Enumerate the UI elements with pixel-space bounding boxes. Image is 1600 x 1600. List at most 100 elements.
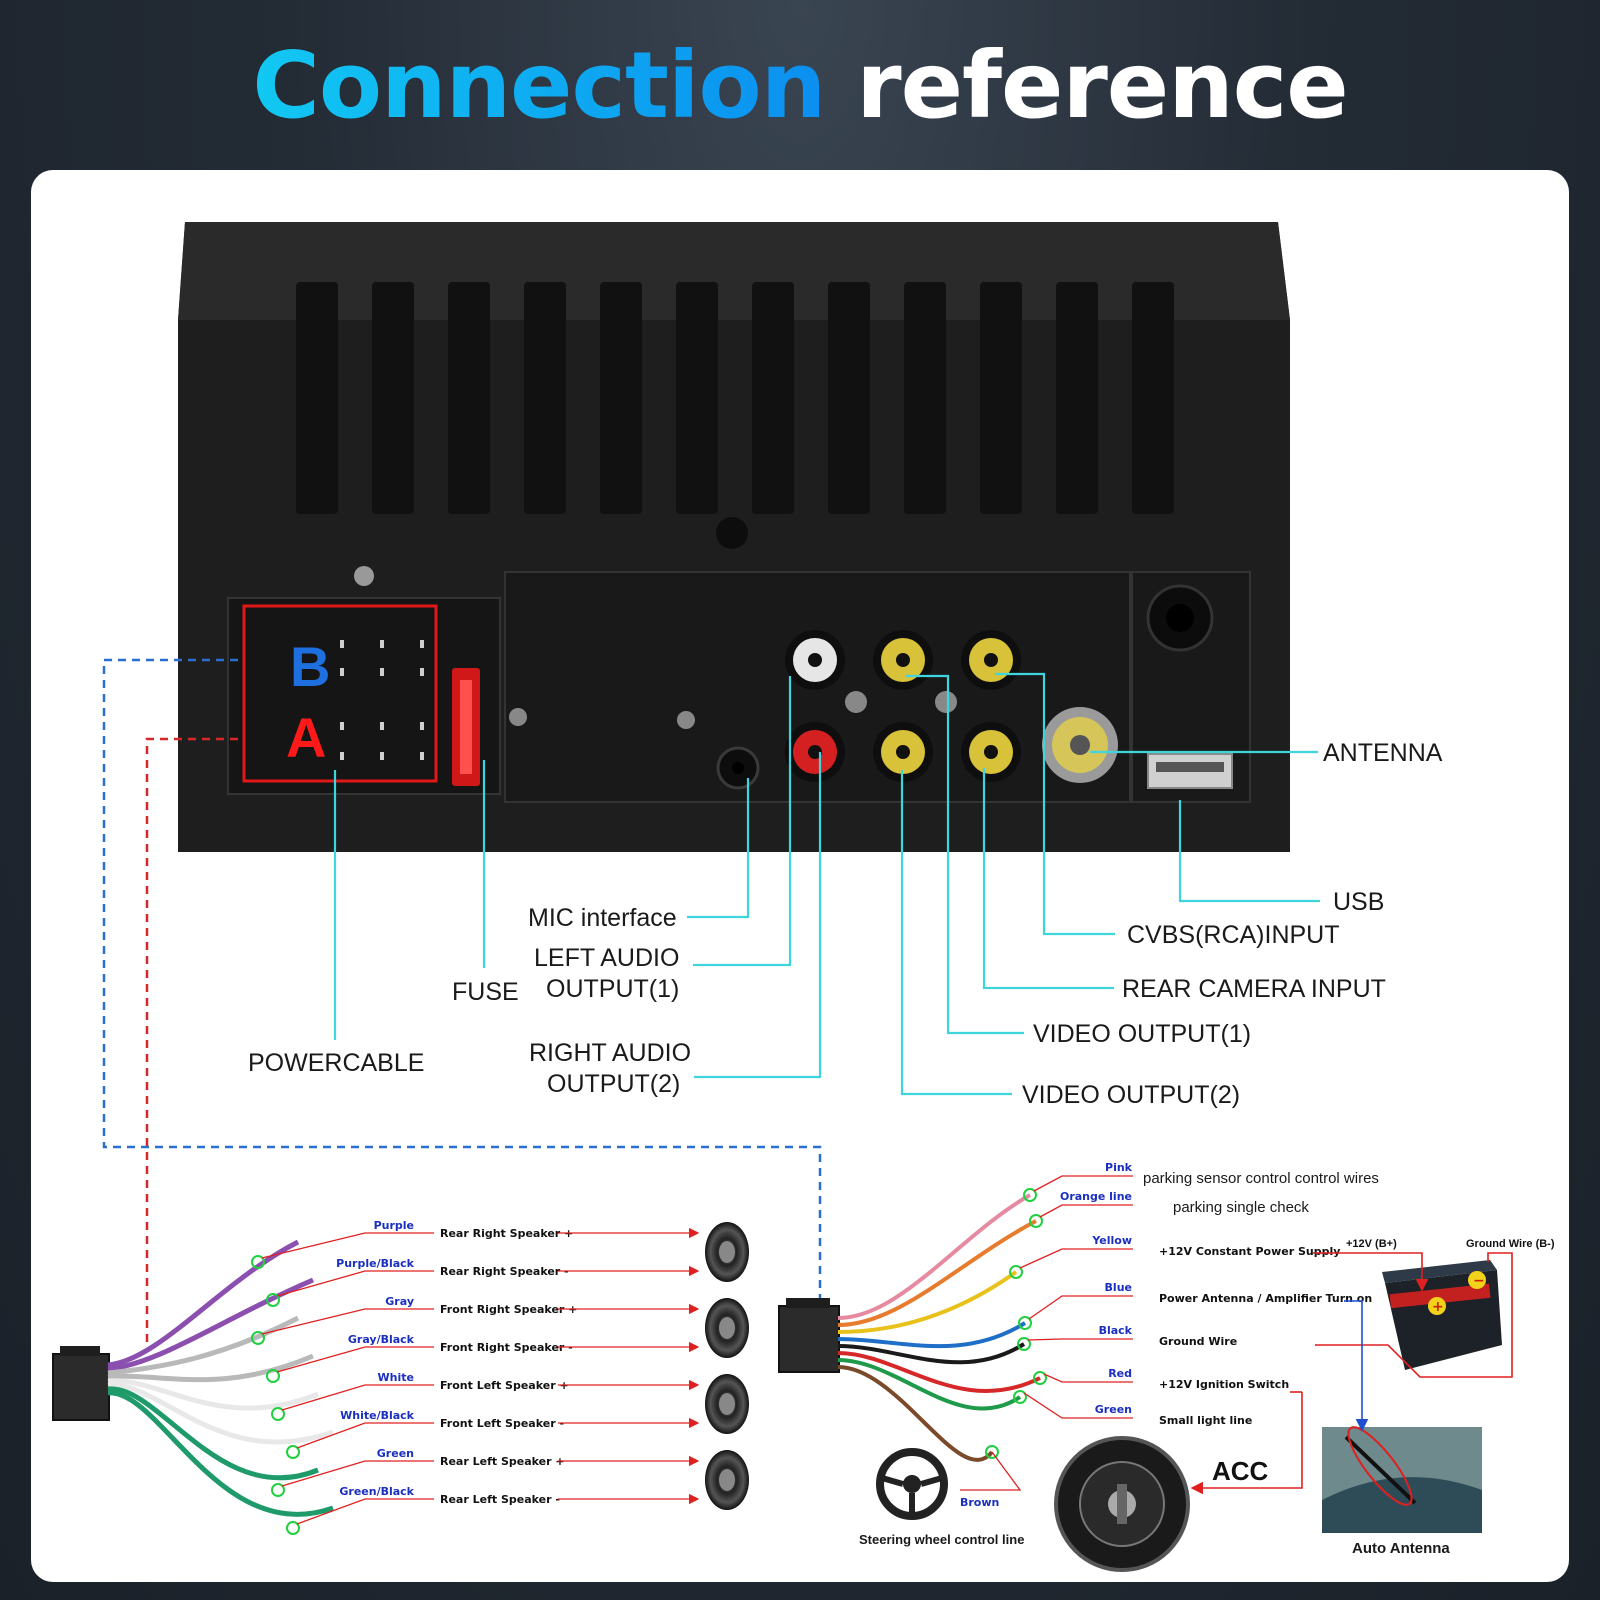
wire-color-label: Blue (1105, 1281, 1132, 1294)
wire-marker (1029, 1214, 1043, 1228)
wire-marker (251, 1255, 265, 1269)
unit-labels: ANTENNA USB CVBS(RCA)INPUT REAR CAMERA I… (248, 739, 1443, 1109)
screw (677, 711, 695, 729)
connector-a-guide (145, 737, 238, 1342)
speaker-wire (107, 1315, 300, 1376)
label-leader (1039, 1204, 1133, 1218)
battery-negative-icon (1468, 1271, 1486, 1289)
wire-function-label: Rear Left Speaker - (440, 1493, 560, 1506)
title-rest: reference (856, 32, 1348, 139)
steering-wheel-icon (876, 1448, 948, 1520)
wire-color-label: Yellow (1091, 1234, 1132, 1247)
wire-marker (985, 1445, 999, 1459)
battery-positive-icon (1428, 1297, 1446, 1315)
power-harness: Pink parking sensor control control wires… (778, 1161, 1379, 1509)
car-battery: + − +12V (B+) Ground Wire (B-) (1317, 1238, 1555, 1378)
wire-color-label: Red (1108, 1367, 1132, 1380)
label-right-audio-line1: RIGHT AUDIO (529, 1039, 691, 1067)
label-leader (296, 1422, 434, 1449)
head-unit: B A (178, 222, 1290, 852)
wire-color-label: Brown (960, 1496, 999, 1509)
label-leader (1027, 1338, 1133, 1341)
label-leader (1043, 1373, 1133, 1383)
label-video-output-1: VIDEO OUTPUT(1) (1033, 1020, 1251, 1048)
label-mic-interface: MIC interface (528, 904, 677, 932)
wire-function-label: +12V Ignition Switch (1159, 1378, 1289, 1391)
battery-plus-label: +12V (B+) (1346, 1238, 1397, 1250)
wire-color-label: Gray/Black (348, 1333, 415, 1346)
connector-a-label: A (286, 706, 326, 769)
speaker-wire (107, 1386, 319, 1481)
rca-jacks (785, 630, 1118, 783)
wire-function-label: +12V Constant Power Supply (1159, 1245, 1340, 1258)
wire-color-label: White (378, 1371, 414, 1384)
screw (354, 566, 374, 586)
wire-color-label: Green (377, 1447, 414, 1460)
acc-label: ACC (1212, 1456, 1269, 1486)
wire-marker (1009, 1265, 1023, 1279)
label-leader (276, 1346, 434, 1373)
ignition-switch: ACC (1054, 1392, 1303, 1572)
mount-hole (716, 517, 748, 549)
speaker-wire (107, 1353, 314, 1383)
wire-function-label: Small light line (1159, 1414, 1252, 1427)
leader-lines (333, 672, 1320, 1096)
wire-marker (251, 1331, 265, 1345)
label-video-output-2: VIDEO OUTPUT(2) (1022, 1081, 1240, 1109)
wire-function-label: Front Right Speaker + (440, 1303, 577, 1316)
wire-function-label: Front Left Speaker + (440, 1379, 569, 1392)
speaker-wire (107, 1382, 334, 1445)
wire-marker (266, 1293, 280, 1307)
connector-b-label: B (290, 635, 330, 698)
label-leader (281, 1460, 434, 1487)
wire-function-label: Rear Right Speaker + (440, 1227, 573, 1240)
screw (935, 691, 957, 713)
svg-text:−: − (1473, 1273, 1485, 1289)
wire-color-label: Green/Black (339, 1485, 414, 1498)
wire-color-label: Pink (1105, 1161, 1133, 1174)
label-rear-camera-input: REAR CAMERA INPUT (1122, 975, 1386, 1003)
label-leader (1023, 1392, 1133, 1419)
wire-marker (266, 1369, 280, 1383)
wire-color-label: Gray (385, 1295, 414, 1308)
wire-marker (271, 1483, 285, 1497)
label-leader (281, 1384, 434, 1411)
speaker-wire (107, 1239, 300, 1368)
label-leader (296, 1498, 434, 1525)
wire-marker (271, 1407, 285, 1421)
steering-label: Steering wheel control line (859, 1532, 1024, 1547)
wire-color-label: Green (1095, 1403, 1132, 1416)
label-right-audio-line2: OUTPUT(2) (547, 1070, 680, 1098)
power-wire (837, 1365, 994, 1462)
label-usb: USB (1333, 888, 1384, 916)
power-wire (837, 1358, 1022, 1411)
connector-b-guide (102, 658, 822, 1300)
title-accent: Connection (252, 32, 826, 139)
wire-color-label: Orange line (1060, 1190, 1132, 1203)
wire-function-label: Rear Left Speaker + (440, 1455, 565, 1468)
svg-text:+: + (1432, 1299, 1444, 1315)
battery-ground-label: Ground Wire (B-) (1466, 1238, 1555, 1250)
power-wire (837, 1219, 1037, 1327)
label-left-audio-line2: OUTPUT(1) (546, 975, 679, 1003)
label-leader (1033, 1175, 1133, 1192)
power-wire (837, 1193, 1031, 1320)
wire-function-label: Power Antenna / Amplifier Turn on (1159, 1292, 1372, 1305)
label-powercable: POWERCABLE (248, 1049, 424, 1077)
speaker-wire (107, 1390, 334, 1517)
wire-color-label: White/Black (340, 1409, 415, 1422)
label-leader (1019, 1248, 1133, 1269)
label-left-audio-line1: LEFT AUDIO (534, 944, 679, 972)
power-wire (837, 1351, 1041, 1393)
auto-antenna: Auto Antenna (1322, 1300, 1482, 1557)
power-wire (837, 1342, 1026, 1365)
speaker-wire (107, 1378, 319, 1411)
iso-connector-highlight (242, 604, 438, 783)
wire-function-label: parking sensor control control wires (1143, 1170, 1379, 1187)
harness-b-plug (778, 1305, 840, 1373)
label-leader (261, 1232, 434, 1259)
screw (509, 708, 527, 726)
label-cvbs-input: CVBS(RCA)INPUT (1127, 921, 1340, 949)
